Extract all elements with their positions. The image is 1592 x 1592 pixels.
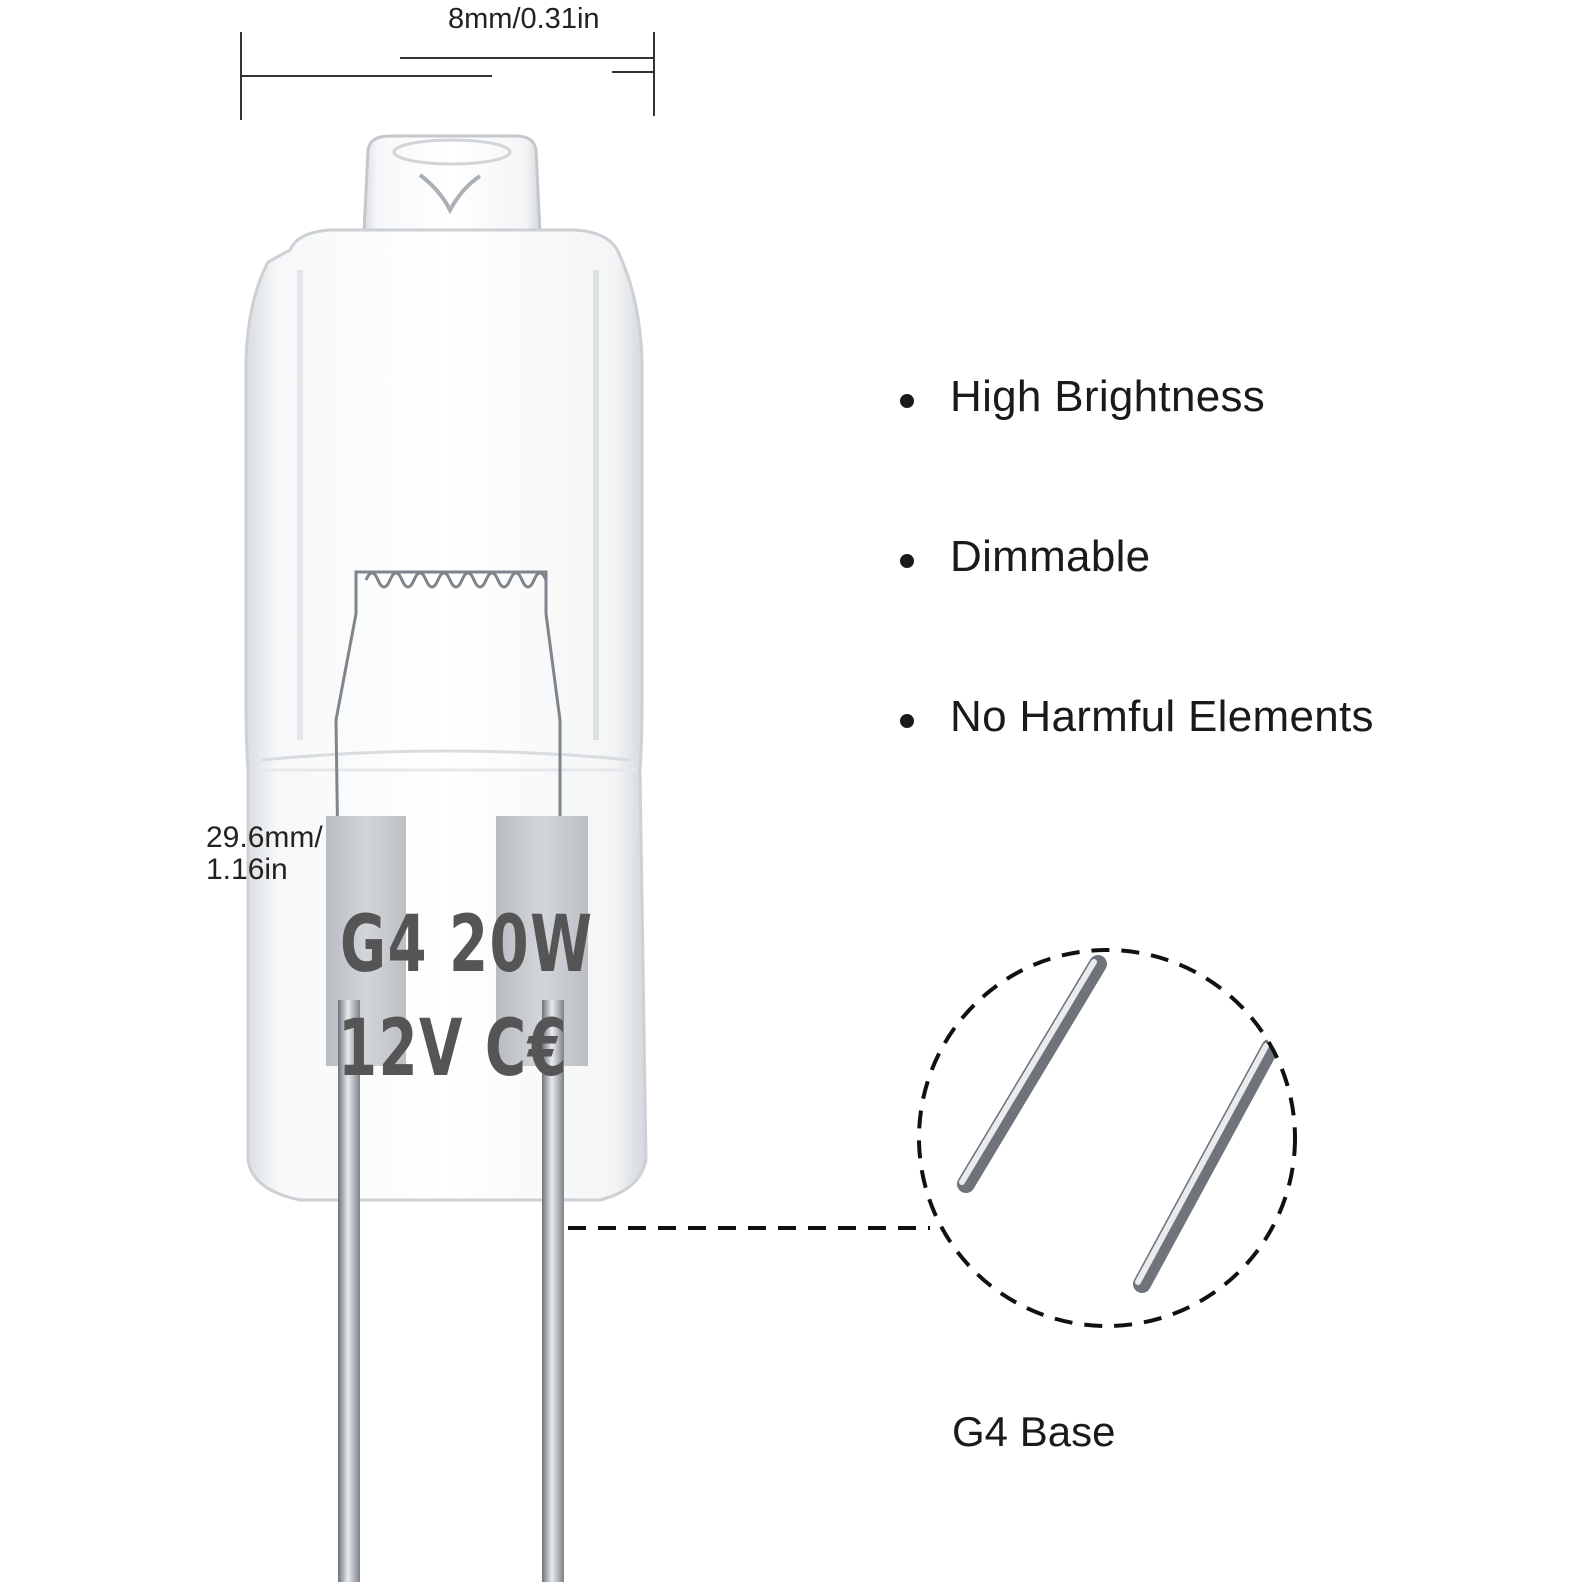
bullet-dot-icon xyxy=(900,714,914,728)
filament-coil xyxy=(334,570,562,861)
bulb-marking-voltage: 12V C€ xyxy=(338,1004,569,1094)
height-dimension-in: 1.16in xyxy=(206,852,288,886)
width-dimension-line xyxy=(240,32,655,120)
bullet-dot-icon xyxy=(900,394,914,408)
feature-item: No Harmful Elements xyxy=(900,692,1520,852)
width-dimension-label: 8mm/0.31in xyxy=(448,3,600,35)
feature-label: High Brightness xyxy=(950,372,1266,421)
zoom-circle-outline xyxy=(917,948,1297,1328)
feature-label: Dimmable xyxy=(950,532,1151,581)
base-detail-zoom xyxy=(917,948,1297,1328)
bulb-pins xyxy=(338,1000,564,1582)
bulb-glass xyxy=(244,134,648,1202)
bulb-marking-wattage: G4 20W xyxy=(340,900,594,990)
feature-item: High Brightness xyxy=(900,372,1520,532)
base-detail-caption: G4 Base xyxy=(952,1408,1116,1455)
height-dimension-label: 29.6mm/ 1.16in xyxy=(206,822,356,885)
feature-label: No Harmful Elements xyxy=(950,692,1374,741)
bullet-dot-icon xyxy=(900,554,914,568)
feature-list: High Brightness Dimmable No Harmful Elem… xyxy=(900,372,1520,852)
feature-item: Dimmable xyxy=(900,532,1520,692)
height-dimension-mm: 29.6mm/ xyxy=(206,821,323,854)
